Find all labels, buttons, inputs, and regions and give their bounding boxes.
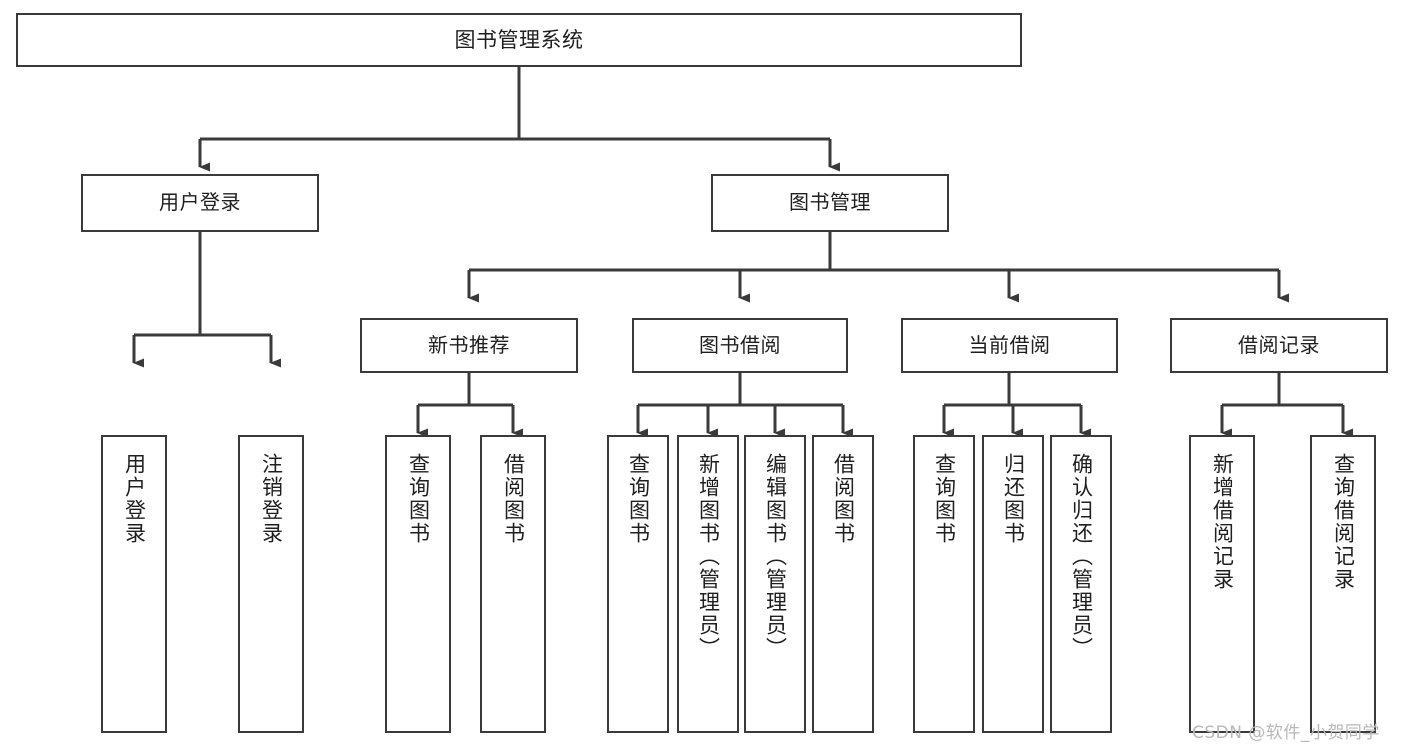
leaf-borrow-record-add[interactable]: 新增借阅记录 [1189,435,1255,733]
node-user-login-label: 用户登录 [159,190,241,215]
leaf-user-login-logout[interactable]: 注销登录 [238,435,304,733]
node-borrow-record-label: 借阅记录 [1238,332,1320,357]
leaf-new-book-query[interactable]: 查询图书 [385,435,451,733]
node-current-borrow-label: 当前借阅 [968,332,1051,357]
leaf-user-login-login[interactable]: 用户登录 [101,435,167,733]
node-borrow-record[interactable]: 借阅记录 [1170,318,1388,373]
node-book-management-label: 图书管理 [789,190,871,215]
leaf-label: 借阅图书 [501,453,526,545]
node-book-management[interactable]: 图书管理 [711,174,949,232]
leaf-label: 查询图书 [406,453,431,545]
leaf-label: 新增借阅记录 [1210,453,1235,591]
node-book-borrow[interactable]: 图书借阅 [632,318,848,373]
leaf-current-borrow-confirm-return[interactable]: 确认归还（管理员） [1050,435,1112,733]
leaf-current-borrow-return[interactable]: 归还图书 [982,435,1044,733]
connector-lines [132,67,1353,438]
node-new-book-recommend-label: 新书推荐 [428,332,510,357]
leaf-label: 确认归还（管理员） [1069,453,1094,660]
leaf-label: 归还图书 [1001,453,1026,545]
node-root-library-system[interactable]: 图书管理系统 [16,13,1022,67]
leaf-current-borrow-query[interactable]: 查询图书 [913,435,975,733]
leaf-label: 查询图书 [932,453,957,545]
node-new-book-recommend[interactable]: 新书推荐 [360,318,578,373]
leaf-book-borrow-borrow[interactable]: 借阅图书 [812,435,874,733]
leaf-label: 用户登录 [122,453,147,545]
node-current-borrow[interactable]: 当前借阅 [901,318,1118,373]
leaf-new-book-borrow[interactable]: 借阅图书 [480,435,546,733]
leaf-book-borrow-query[interactable]: 查询图书 [607,435,669,733]
leaf-label: 新增图书（管理员） [696,453,721,660]
node-user-login[interactable]: 用户登录 [81,174,319,232]
leaf-label: 查询图书 [626,453,651,545]
leaf-label: 查询借阅记录 [1331,453,1356,591]
leaf-book-borrow-add[interactable]: 新增图书（管理员） [677,435,739,733]
leaf-label: 借阅图书 [831,453,856,545]
node-book-borrow-label: 图书借阅 [699,332,781,357]
leaf-label: 编辑图书（管理员） [763,453,788,660]
csdn-watermark: CSDN @软件_小贺同学 [1192,723,1380,743]
leaf-label: 注销登录 [259,453,284,545]
node-root-label: 图书管理系统 [454,27,584,52]
leaf-borrow-record-query[interactable]: 查询借阅记录 [1310,435,1376,733]
leaf-book-borrow-edit[interactable]: 编辑图书（管理员） [744,435,806,733]
